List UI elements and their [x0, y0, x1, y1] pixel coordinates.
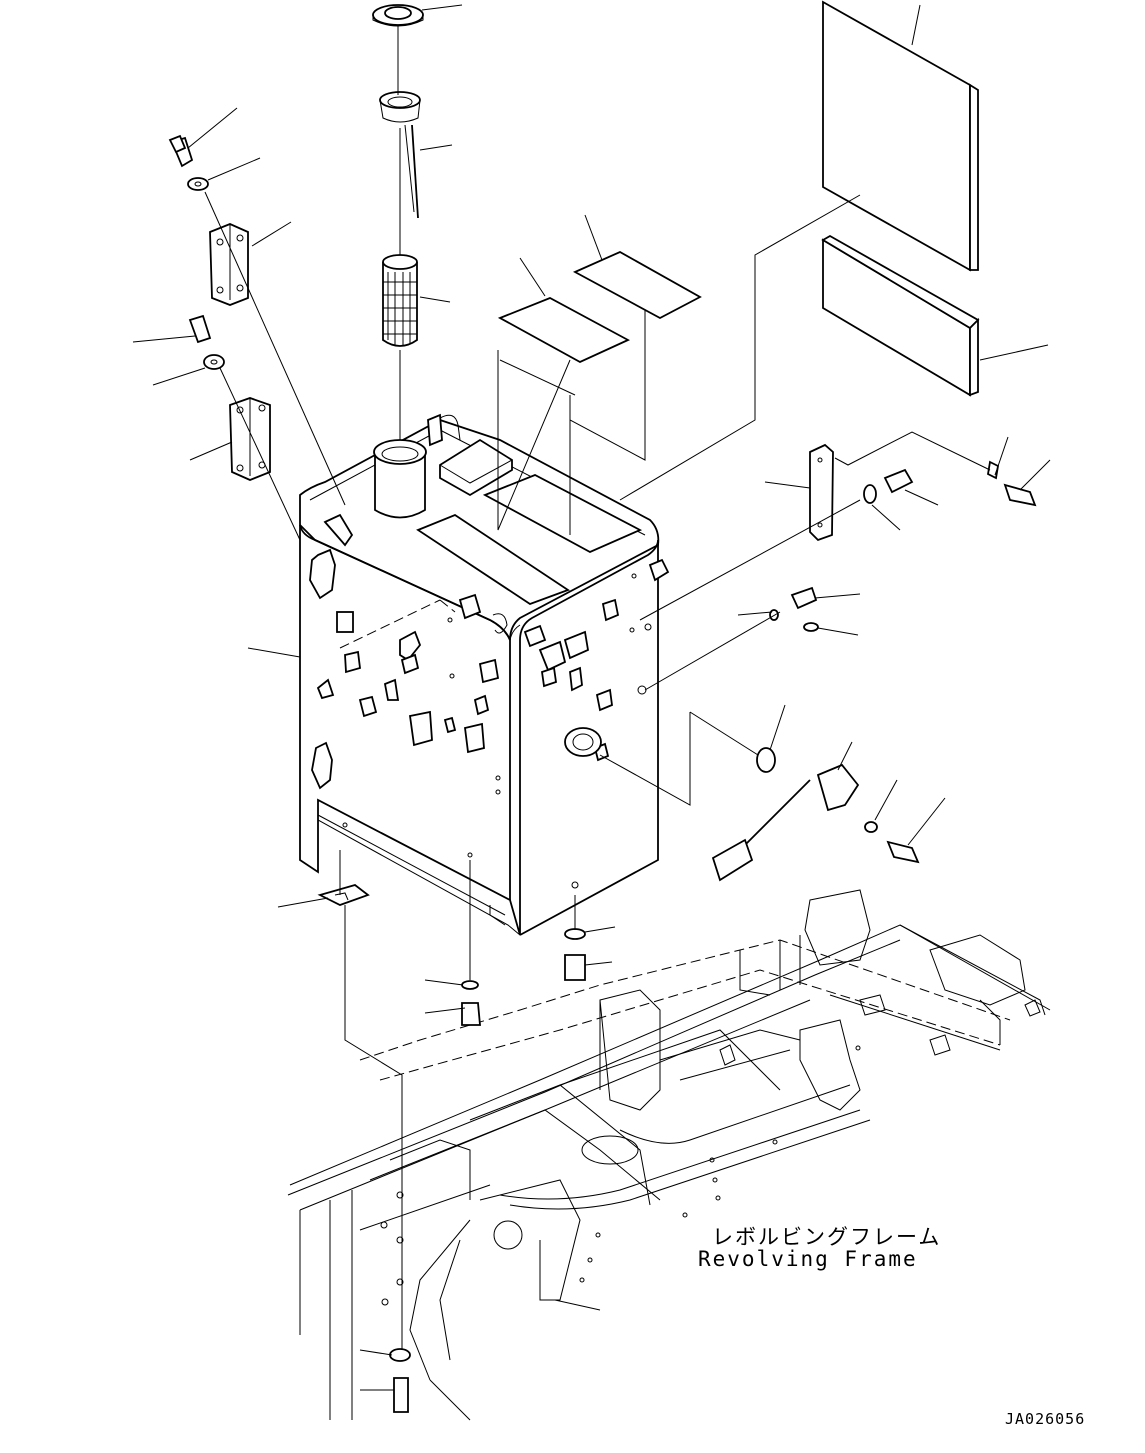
fasteners [168, 134, 1037, 1413]
drawing-code: JA026056 [1005, 1410, 1085, 1428]
insulation-pads [821, 0, 980, 397]
hydraulic-tank [299, 413, 670, 936]
frame-label-en: Revolving Frame [698, 1247, 918, 1271]
perforated-plates [497, 250, 702, 364]
frame-label-jp: レボルビングフレーム [712, 1225, 941, 1249]
brackets-left [209, 223, 834, 542]
assembly-lines [204, 191, 991, 1350]
filler-assembly [372, 4, 424, 440]
leader-lines [132, 4, 1051, 1391]
revolving-frame [287, 889, 1051, 1421]
